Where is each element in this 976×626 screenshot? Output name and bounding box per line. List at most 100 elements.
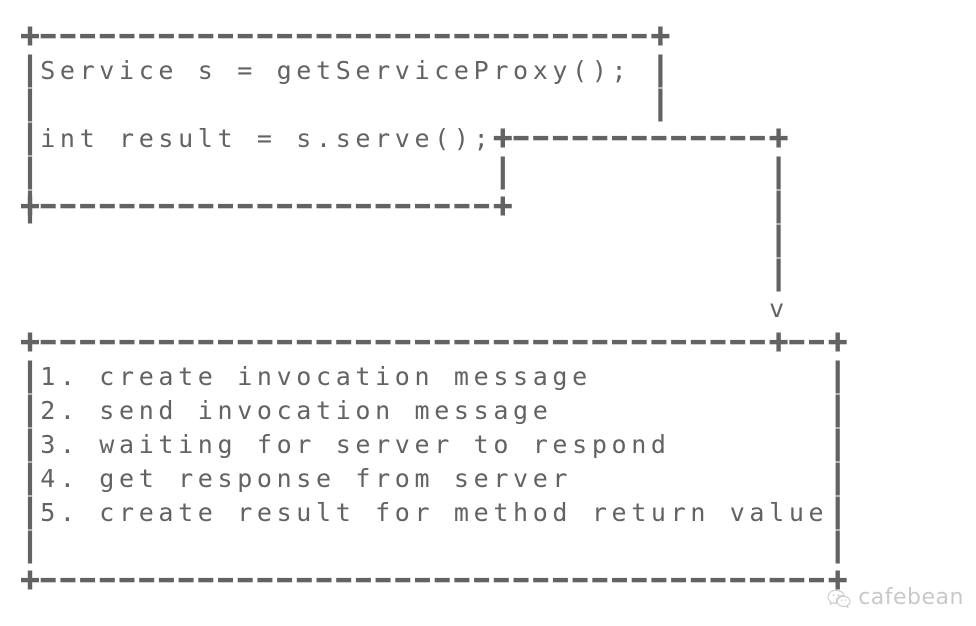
caller-box-bottom-border [119, 203, 135, 209]
proxy-box-top-border [60, 339, 76, 345]
proxy-box-top-border [395, 339, 411, 345]
proxy-box-bottom-border [198, 577, 214, 583]
proxy-box-top-border [40, 339, 56, 345]
caller-box-corner-top-left [27, 26, 33, 46]
proxy-box-right-border [835, 462, 840, 496]
caller-box-top-border [612, 33, 627, 39]
watermark-text: cafebean [858, 585, 964, 610]
proxy-box-top-border [277, 339, 293, 345]
caller-box-corner-top-right [658, 26, 663, 46]
connector-horizontal [592, 135, 608, 141]
proxy-box-top-border [592, 339, 608, 345]
proxy-box-bottom-border [592, 577, 608, 583]
proxy-box-top-border [296, 339, 312, 345]
proxy-box-bottom-border [434, 577, 450, 583]
caller-box-corner-bottom-right [500, 196, 506, 216]
proxy-box-bottom-border [355, 577, 371, 583]
proxy-box-left-border [27, 360, 33, 394]
proxy-box-top-border-right [809, 339, 824, 345]
proxy-box-left-border [27, 394, 33, 428]
proxy-box-bottom-border [277, 577, 293, 583]
proxy-box-left-border [27, 462, 33, 496]
caller-box-bottom-border [336, 203, 352, 209]
caller-box-line-1: Service s = getServiceProxy(); [40, 56, 631, 85]
caller-box-bottom-border [375, 203, 391, 209]
caller-box-bottom-border [277, 203, 293, 209]
proxy-box-top-border [533, 339, 549, 345]
proxy-box-bottom-border [769, 577, 785, 583]
proxy-box-bottom-border [612, 577, 627, 583]
caller-box-top-border [474, 33, 490, 39]
proxy-box-bottom-border [99, 577, 115, 583]
caller-box-top-border [99, 33, 115, 39]
proxy-box-right-border [835, 360, 840, 394]
proxy-box-bottom-border [651, 577, 667, 583]
connector-corner-left [500, 128, 506, 148]
caller-box-bottom-border [158, 203, 174, 209]
proxy-box-top-border [552, 339, 568, 345]
caller-box-top-border [336, 33, 352, 39]
caller-box-bottom-border [99, 203, 115, 209]
proxy-box-bottom-border [218, 577, 233, 583]
proxy-box-top-border [710, 339, 726, 345]
caller-box-bottom-border [237, 203, 253, 209]
proxy-box-corner-bottom-left [27, 570, 33, 590]
proxy-box-bottom-border [493, 577, 509, 583]
connector-horizontal [749, 135, 765, 141]
proxy-box-bottom-border [60, 577, 76, 583]
connector-horizontal [690, 135, 706, 141]
proxy-box-step-4: 4. get response from server [40, 464, 572, 493]
proxy-box-corner-top-right [835, 332, 840, 352]
proxy-box-bottom-border [474, 577, 490, 583]
caller-box-top-border [158, 33, 174, 39]
caller-box-bottom-border [316, 203, 332, 209]
proxy-box-bottom-border [375, 577, 391, 583]
proxy-box-bottom-border [552, 577, 568, 583]
caller-box-bottom-border [257, 203, 273, 209]
caller-box-top-border [139, 33, 155, 39]
caller-box-top-border [552, 33, 568, 39]
caller-box-top-border [395, 33, 411, 39]
proxy-box-bottom-border [316, 577, 332, 583]
proxy-box-top-border [493, 339, 509, 345]
proxy-box-bottom-border [631, 577, 647, 583]
proxy-box-bottom-border [119, 577, 135, 583]
proxy-box-top-border [237, 339, 253, 345]
proxy-box-bottom-border [749, 577, 765, 583]
watermark: cafebean [826, 586, 964, 612]
caller-box-bottom-border [198, 203, 214, 209]
proxy-box-right-border [835, 428, 840, 462]
caller-box-bottom-border [139, 203, 155, 209]
caller-box-left-border [27, 88, 33, 122]
proxy-box-step-2: 2. send invocation message [40, 396, 552, 425]
proxy-box-bottom-border [178, 577, 194, 583]
caller-box-right-border [658, 88, 663, 122]
caller-box-bottom-border [434, 203, 450, 209]
connector-horizontal [533, 135, 549, 141]
proxy-box-bottom-border [395, 577, 411, 583]
caller-box-bottom-border [474, 203, 490, 209]
caller-box-bottom-border [355, 203, 371, 209]
proxy-box-step-1: 1. create invocation message [40, 362, 592, 391]
proxy-box-top-border [218, 339, 233, 345]
proxy-box-bottom-border [237, 577, 253, 583]
connector-arrowhead: v [769, 294, 789, 323]
proxy-box-top-border [139, 339, 155, 345]
caller-box-top-border [513, 33, 529, 39]
caller-box-top-border [80, 33, 96, 39]
caller-box-bottom-border [178, 203, 194, 209]
caller-box-top-border [572, 33, 588, 39]
proxy-box-top-border [178, 339, 194, 345]
proxy-box-left-border [27, 530, 33, 564]
proxy-box-top-border [119, 339, 135, 345]
caller-box-top-border [119, 33, 135, 39]
proxy-box-top-border [99, 339, 115, 345]
caller-box-top-border [631, 33, 647, 39]
proxy-box-step-5: 5. create result for method return value [40, 498, 828, 527]
caller-box-top-border [454, 33, 470, 39]
connector-horizontal [513, 135, 529, 141]
caller-box-top-border [257, 33, 273, 39]
caller-box-right-border-lower [500, 156, 505, 190]
